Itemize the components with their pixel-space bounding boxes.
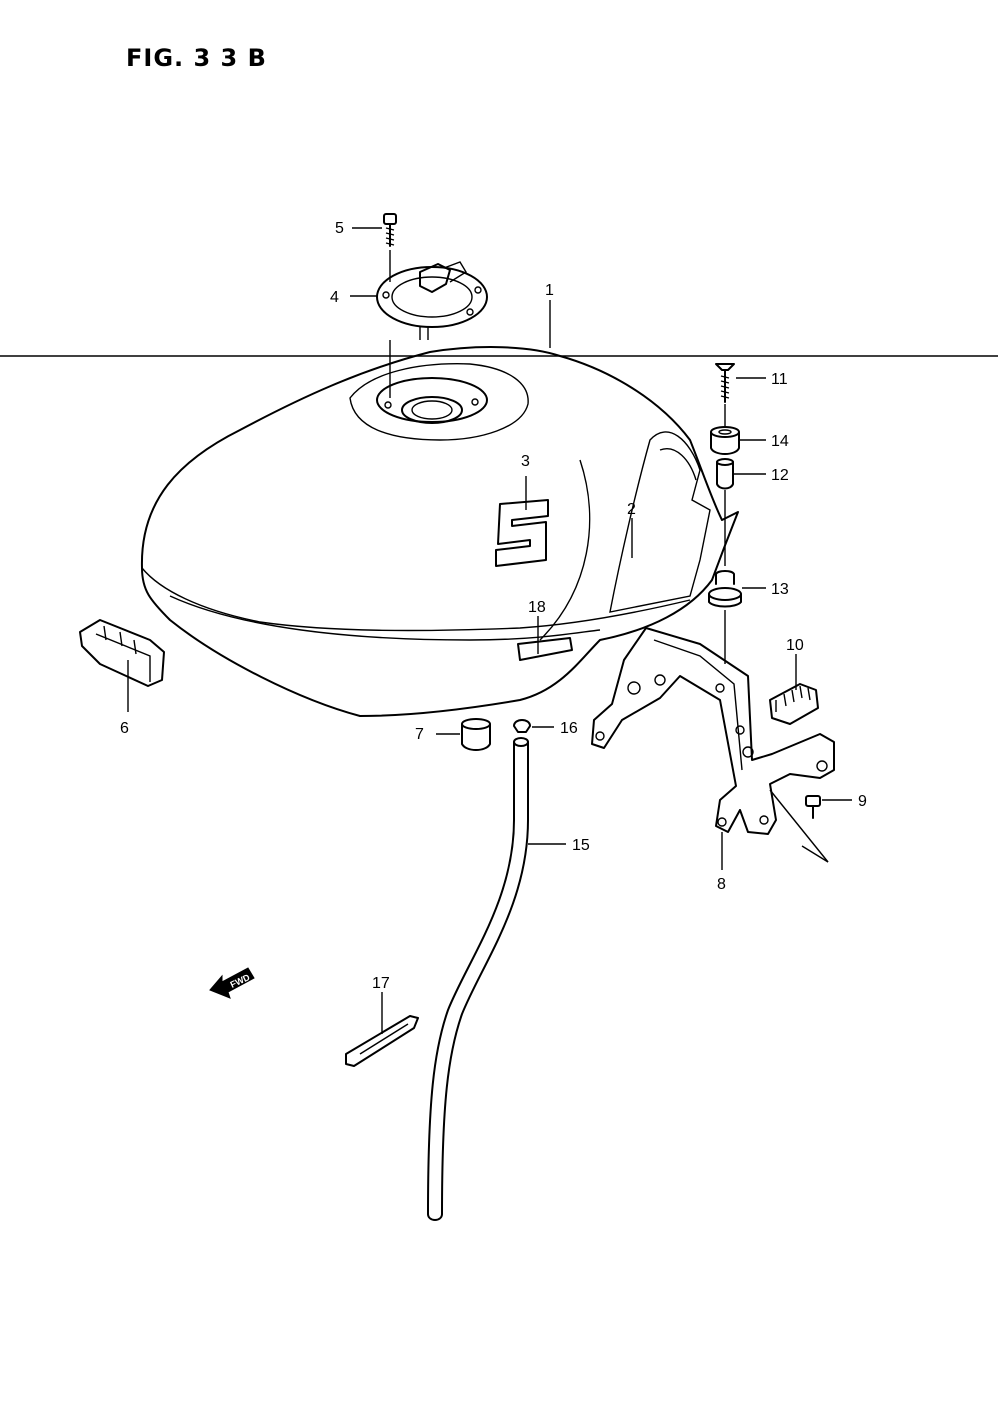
callout-7: 7 <box>415 726 424 743</box>
part-16-clamp <box>513 719 531 733</box>
callout-2: 2 <box>627 501 636 518</box>
callout-10: 10 <box>786 637 804 654</box>
part-10-damper <box>769 683 819 725</box>
part-5-screw <box>383 213 397 247</box>
callout-13: 13 <box>771 581 789 598</box>
part-9-bolt <box>805 795 821 819</box>
part-6-clip <box>79 619 165 687</box>
part-7-cap <box>461 718 491 751</box>
callout-1: 1 <box>545 282 554 299</box>
callout-3: 3 <box>521 453 530 470</box>
fwd-arrow-icon: FWD <box>209 967 255 999</box>
part-3-emblem <box>495 499 549 567</box>
callout-18: 18 <box>528 599 546 616</box>
part-13-cushion <box>708 570 742 608</box>
part-15-hose <box>427 737 529 1221</box>
callout-leader-lines <box>127 227 852 1034</box>
callout-4: 4 <box>330 289 339 306</box>
part-18-label <box>517 637 573 661</box>
callout-6: 6 <box>120 720 129 737</box>
part-1-fuel-tank <box>140 346 739 717</box>
figure-title: FIG. 3 3 B <box>126 44 267 72</box>
part-14-bushing <box>710 426 740 455</box>
callout-9: 9 <box>858 793 867 810</box>
callout-5: 5 <box>335 220 344 237</box>
callout-11: 11 <box>771 371 788 388</box>
callout-16: 16 <box>560 720 578 737</box>
part-8-bracket <box>591 627 835 863</box>
callout-14: 14 <box>771 433 789 450</box>
part-17-band <box>345 1015 419 1067</box>
part-11-screw <box>715 363 735 403</box>
part-4-fuel-cap <box>376 261 488 340</box>
callout-15: 15 <box>572 837 590 854</box>
callout-12: 12 <box>771 467 789 484</box>
callout-17: 17 <box>372 975 390 992</box>
callout-8: 8 <box>717 876 726 893</box>
assembly-guide-lines <box>389 250 726 664</box>
part-12-collar <box>716 458 734 490</box>
